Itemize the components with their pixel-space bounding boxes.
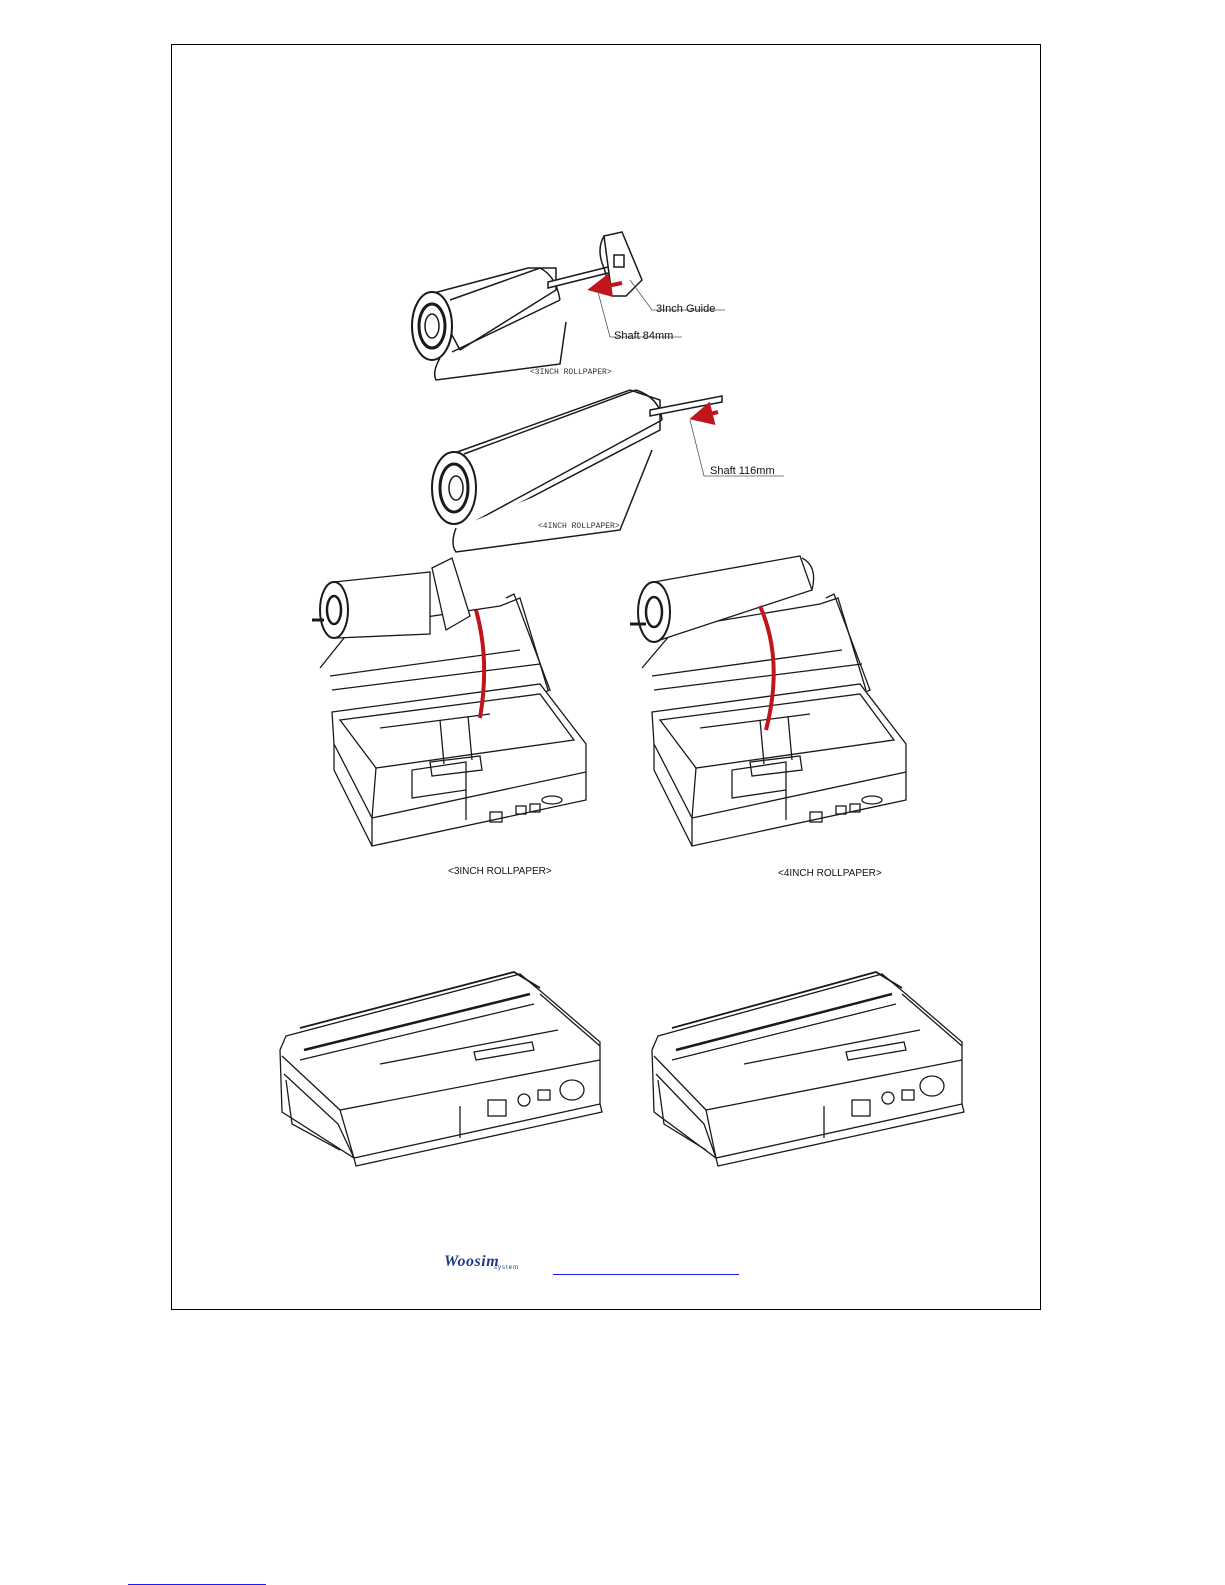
shaft84-label: Shaft 84mm <box>614 330 673 342</box>
roll-3inch-diagram <box>412 232 642 380</box>
printer-caption-3: <3INCH ROLLPAPER> <box>448 866 552 877</box>
top-caption-3: <3INCH ROLLPAPER> <box>530 368 612 377</box>
open-printer-4inch <box>630 556 906 846</box>
printer-caption-4: <4INCH ROLLPAPER> <box>778 868 882 879</box>
page-footer-link[interactable] <box>128 1570 266 1585</box>
logo-subtext: system <box>494 1265 519 1271</box>
woosim-logo: Woosim system <box>444 1253 536 1275</box>
insert-arrow-4inch <box>694 412 718 418</box>
website-link[interactable] <box>553 1258 739 1275</box>
open-printer-3inch <box>312 558 586 846</box>
logo-text: Woosim <box>444 1253 499 1271</box>
closed-printer-left <box>280 972 602 1166</box>
shaft116-label: Shaft 116mm <box>710 465 775 477</box>
closed-printer-right <box>652 972 964 1166</box>
top-caption-4: <4INCH ROLLPAPER> <box>538 522 620 531</box>
guide-label: 3Inch Guide <box>656 303 715 315</box>
